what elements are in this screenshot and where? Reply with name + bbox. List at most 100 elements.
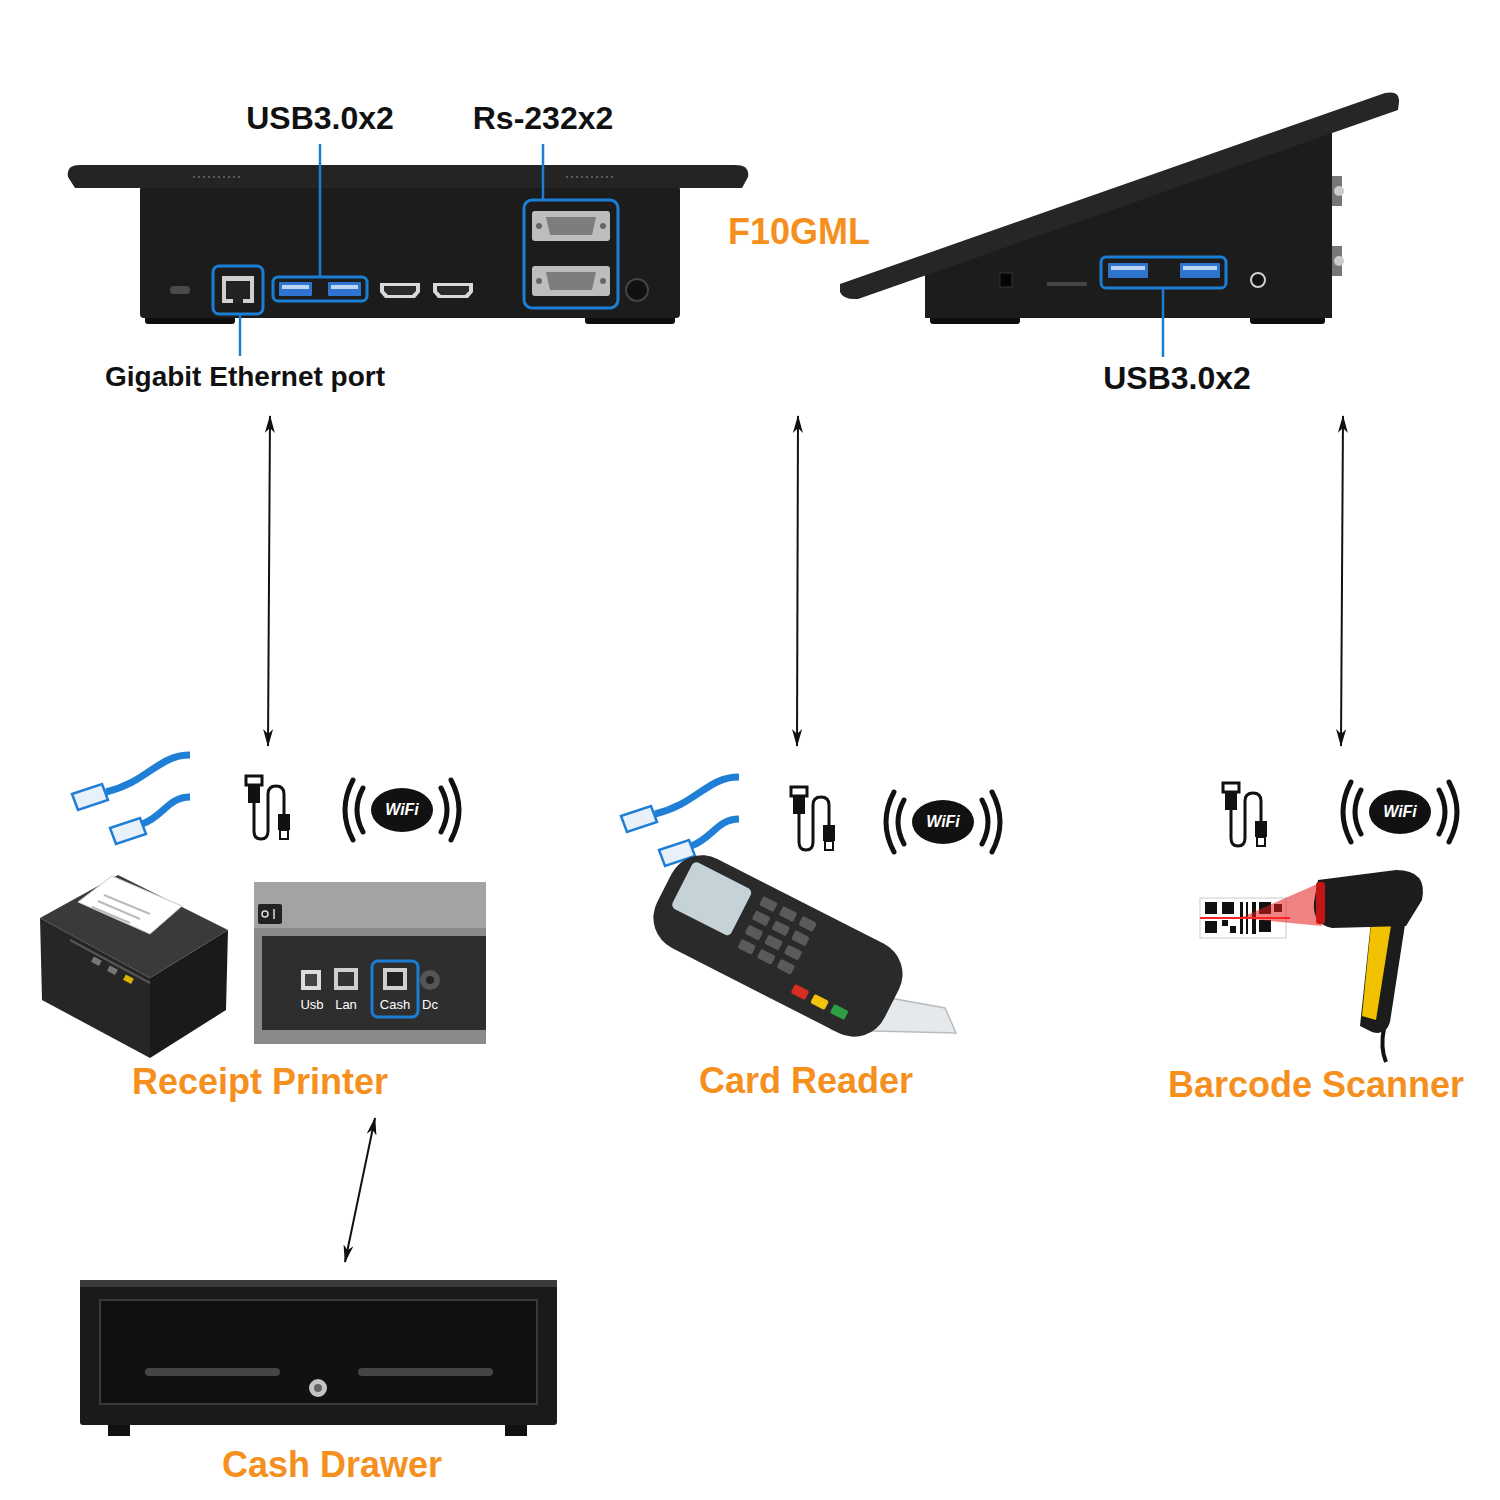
dc-port xyxy=(426,976,434,984)
scanner-head xyxy=(1314,870,1423,928)
port-panel xyxy=(262,936,486,1030)
leader-line xyxy=(319,144,322,277)
device-name: F10GML xyxy=(728,211,870,252)
cash-drawer xyxy=(80,1280,557,1436)
wifi-icon xyxy=(1343,782,1457,842)
power-button xyxy=(626,279,648,301)
paper-print xyxy=(92,907,130,923)
key xyxy=(798,916,817,932)
hdmi-port xyxy=(437,286,469,295)
usb-port xyxy=(328,282,361,296)
printer-port-panel xyxy=(254,882,486,1044)
drawer-slot xyxy=(358,1368,493,1376)
panel-photo xyxy=(254,882,486,928)
switch-mark xyxy=(273,909,275,919)
scan-beam xyxy=(1240,882,1322,926)
key xyxy=(784,944,803,960)
key xyxy=(752,910,771,926)
key xyxy=(759,896,778,912)
usb-port xyxy=(331,285,358,289)
connector-arrow xyxy=(797,416,798,746)
highlight xyxy=(1101,257,1226,288)
screw xyxy=(600,278,606,284)
printer-led xyxy=(123,974,134,984)
wifi-icon xyxy=(345,780,459,840)
lock-slot xyxy=(1000,273,1012,287)
cash-port xyxy=(387,972,403,986)
device-name: Card Reader xyxy=(699,1060,913,1101)
ethernet-port xyxy=(222,276,254,303)
speaker-grille xyxy=(566,176,615,178)
barcode-scanner xyxy=(1200,870,1423,1062)
terminal-side-view xyxy=(840,92,1399,357)
reader-body xyxy=(642,844,915,1049)
cancel-key xyxy=(791,984,810,1000)
enter-key xyxy=(830,1004,849,1020)
qr-mark xyxy=(1205,902,1217,914)
connector-label: Dc xyxy=(422,998,438,1013)
key xyxy=(745,924,764,940)
scanner-cable xyxy=(1382,1028,1386,1062)
serial-port xyxy=(546,272,596,290)
screen-edge xyxy=(840,92,1399,299)
housing xyxy=(140,186,680,318)
printer-top xyxy=(40,875,228,978)
qr-mark xyxy=(1222,902,1234,914)
drawer-lock xyxy=(314,1384,322,1392)
usb-port xyxy=(1180,263,1220,278)
switch-mark xyxy=(262,911,268,917)
receipt-printer-group: Receipt Printer xyxy=(30,752,500,1112)
usb-port xyxy=(1183,266,1217,270)
screw xyxy=(536,223,542,229)
wifi-icon-text: WiFi xyxy=(926,813,960,831)
key xyxy=(764,934,783,950)
qr-mark xyxy=(1230,926,1236,933)
screen-edge xyxy=(68,165,748,188)
side-connector xyxy=(1334,186,1344,196)
drawer-slot xyxy=(145,1368,280,1376)
connector-arrow xyxy=(268,416,270,746)
usb-cable-icon xyxy=(1223,783,1267,846)
panel-photo xyxy=(254,882,486,1044)
leader-line xyxy=(542,144,545,200)
ethernet-port xyxy=(233,299,243,303)
clear-key xyxy=(810,994,829,1010)
port-label: Gigabit Ethernet port xyxy=(105,361,385,393)
key xyxy=(791,930,810,946)
connector-arrow xyxy=(1341,416,1343,746)
reader-housing xyxy=(642,844,915,1049)
screw xyxy=(600,223,606,229)
key xyxy=(776,959,795,975)
usb-port xyxy=(1108,263,1148,278)
qr-mark xyxy=(1205,921,1217,933)
wifi-icon-text: WiFi xyxy=(1383,803,1417,821)
connector-label: Usb xyxy=(300,998,323,1013)
key xyxy=(771,920,790,936)
drawer-front xyxy=(100,1300,537,1404)
key xyxy=(737,939,756,955)
usb-port xyxy=(279,282,312,296)
serial-port xyxy=(532,266,610,296)
wifi-icon-text: WiFi xyxy=(385,801,419,819)
ethernet-port xyxy=(226,281,250,299)
device-name: Barcode Scanner xyxy=(1168,1064,1464,1105)
dc-port xyxy=(420,970,440,990)
drawer-housing xyxy=(80,1280,557,1425)
hdmi-port xyxy=(433,283,473,298)
barcode-scanner-group: Barcode Scanner xyxy=(1160,752,1490,1112)
lan-port xyxy=(334,968,358,990)
usb-b-port xyxy=(305,974,317,986)
side-connector xyxy=(1334,256,1344,266)
port-label: USB3.0x2 xyxy=(1103,360,1251,397)
cash-port xyxy=(383,968,407,990)
usb-cable-icon xyxy=(246,776,290,839)
leader-line xyxy=(239,314,242,356)
power-switch xyxy=(258,904,282,924)
device-name: Cash Drawer xyxy=(222,1444,442,1485)
scan-line xyxy=(1200,917,1290,919)
device-name: Receipt Printer xyxy=(132,1061,388,1102)
highlight xyxy=(372,961,418,1017)
speaker-grille xyxy=(193,176,242,178)
